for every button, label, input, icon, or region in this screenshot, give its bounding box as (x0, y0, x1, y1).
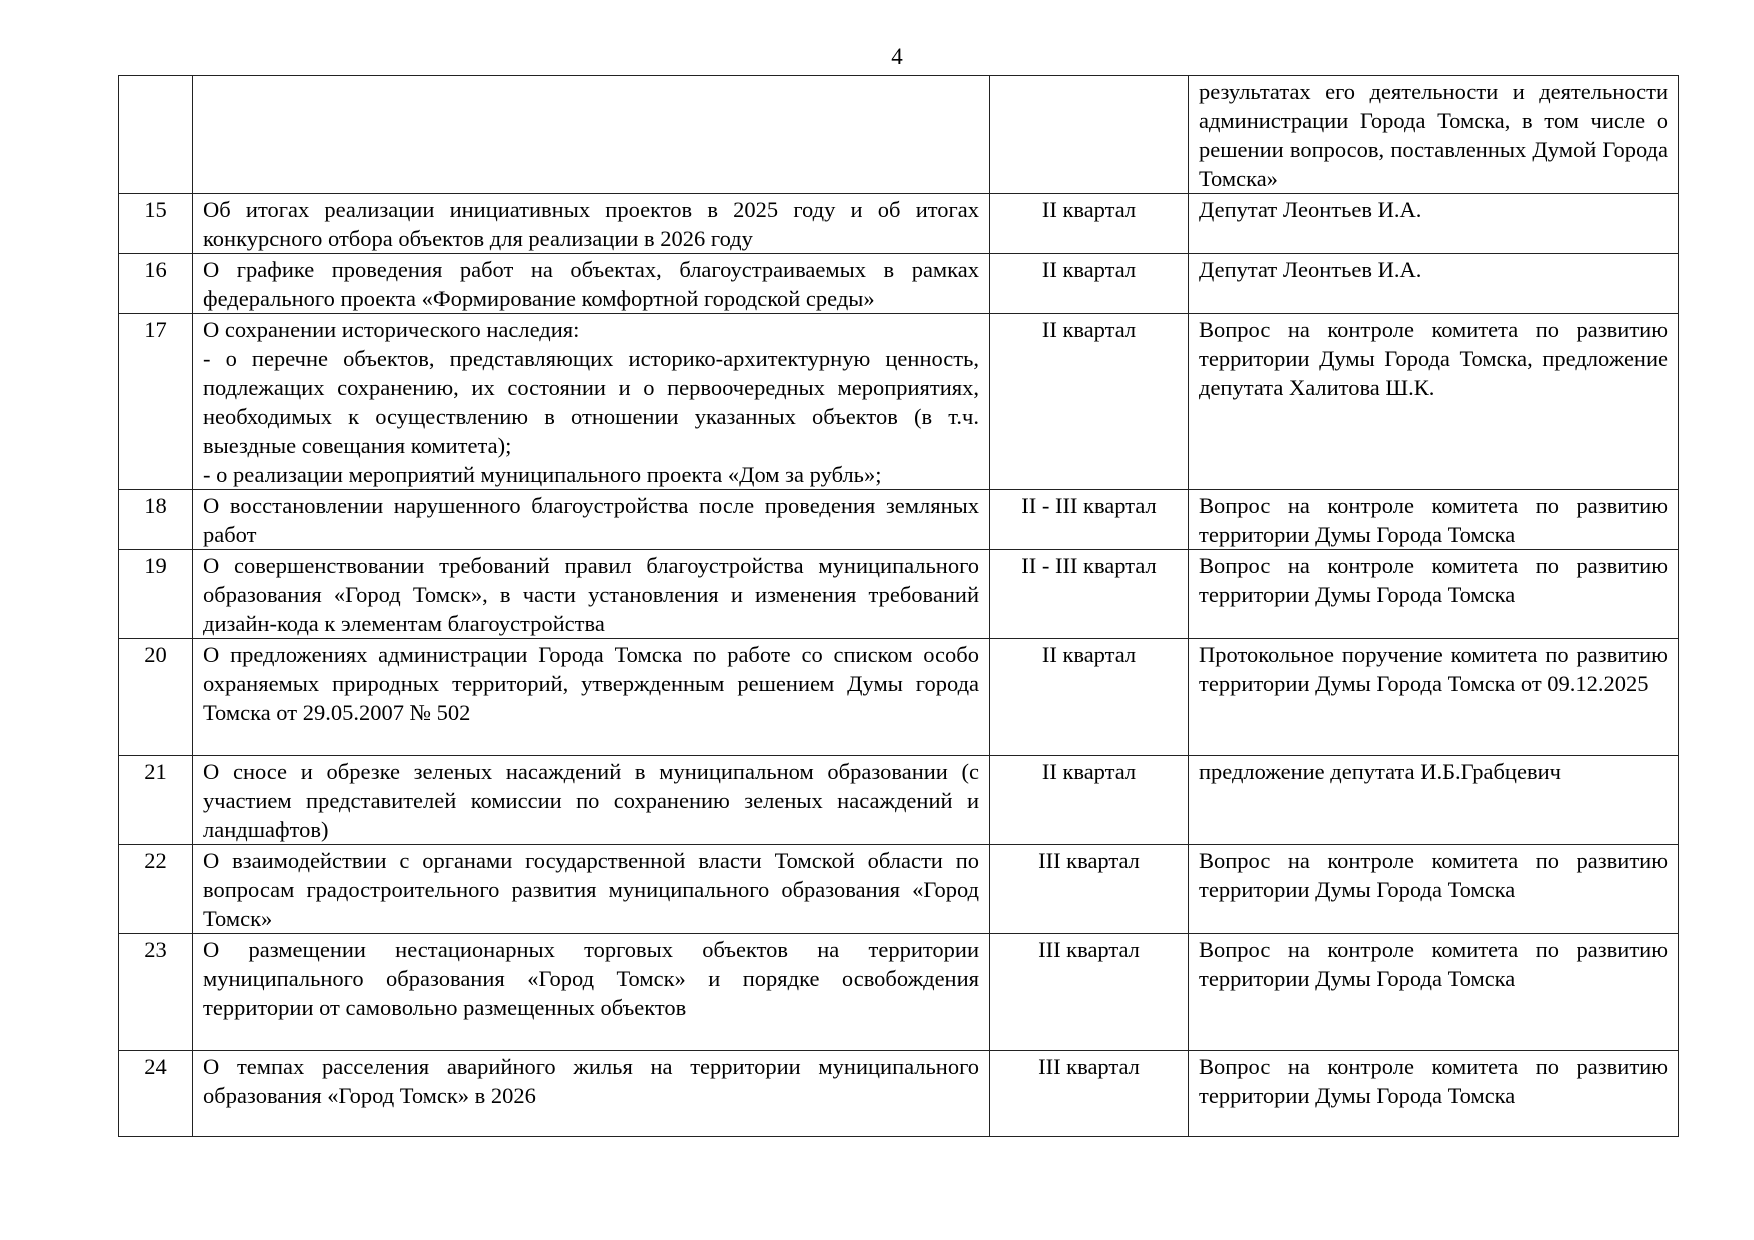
row-number: 17 (118, 313, 193, 490)
row-period: II - III квартал (989, 549, 1189, 639)
row-responsible: Вопрос на контроле комитета по развитию … (1188, 549, 1679, 639)
row-number: 20 (118, 638, 193, 756)
row-period: III квартал (989, 933, 1189, 1051)
row-title: О восстановлении нарушенного благоустрой… (192, 489, 990, 550)
row-number: 21 (118, 755, 193, 845)
row-responsible: Депутат Леонтьев И.А. (1188, 193, 1679, 254)
table-row: 21 О сносе и обрезке зеленых насаждений … (118, 755, 1679, 845)
row-responsible: Депутат Леонтьев И.А. (1188, 253, 1679, 314)
row-title (192, 75, 990, 194)
title-line: - о перечне объектов, представляющих ист… (203, 346, 979, 458)
row-number: 23 (118, 933, 193, 1051)
row-number: 18 (118, 489, 193, 550)
row-number: 16 (118, 253, 193, 314)
table-row: 22 О взаимодействии с органами государст… (118, 844, 1679, 934)
row-title: Об итогах реализации инициативных проект… (192, 193, 990, 254)
row-responsible: Вопрос на контроле комитета по развитию … (1188, 313, 1679, 490)
row-title: О предложениях администрации Города Томс… (192, 638, 990, 756)
row-title: О совершенствовании требований правил бл… (192, 549, 990, 639)
row-number: 24 (118, 1050, 193, 1137)
row-number: 15 (118, 193, 193, 254)
row-responsible: Протокольное поручение комитета по разви… (1188, 638, 1679, 756)
row-period: III квартал (989, 1050, 1189, 1137)
row-period: II квартал (989, 755, 1189, 845)
row-responsible: результатах его деятельности и деятельно… (1188, 75, 1679, 194)
row-responsible: предложение депутата И.Б.Грабцевич (1188, 755, 1679, 845)
row-responsible: Вопрос на контроле комитета по развитию … (1188, 844, 1679, 934)
table-row: результатах его деятельности и деятельно… (118, 75, 1679, 194)
row-responsible: Вопрос на контроле комитета по развитию … (1188, 1050, 1679, 1137)
row-title: О сносе и обрезке зеленых насаждений в м… (192, 755, 990, 845)
title-line: - о реализации мероприятий муниципальног… (203, 462, 882, 487)
row-period: II квартал (989, 193, 1189, 254)
row-responsible: Вопрос на контроле комитета по развитию … (1188, 489, 1679, 550)
table-row: 16 О графике проведения работ на объекта… (118, 253, 1679, 314)
table-row: 23 О размещении нестационарных торговых … (118, 933, 1679, 1051)
row-number (118, 75, 193, 194)
row-title: О размещении нестационарных торговых объ… (192, 933, 990, 1051)
table-row: 18 О восстановлении нарушенного благоуст… (118, 489, 1679, 550)
row-title: О сохранении исторического наследия: - о… (192, 313, 990, 490)
row-period: II - III квартал (989, 489, 1189, 550)
row-period (989, 75, 1189, 194)
table-row: 15 Об итогах реализации инициативных про… (118, 193, 1679, 254)
row-responsible: Вопрос на контроле комитета по развитию … (1188, 933, 1679, 1051)
row-title: О графике проведения работ на объектах, … (192, 253, 990, 314)
row-period: II квартал (989, 313, 1189, 490)
title-line: О сохранении исторического наследия: (203, 317, 580, 342)
row-period: II квартал (989, 253, 1189, 314)
row-period: III квартал (989, 844, 1189, 934)
row-number: 19 (118, 549, 193, 639)
page-number: 4 (891, 44, 903, 69)
table-row: 19 О совершенствовании требований правил… (118, 549, 1679, 639)
plan-table: результатах его деятельности и деятельно… (118, 75, 1679, 1137)
table-row: 20 О предложениях администрации Города Т… (118, 638, 1679, 756)
row-title: О темпах расселения аварийного жилья на … (192, 1050, 990, 1137)
row-number: 22 (118, 844, 193, 934)
row-title: О взаимодействии с органами государствен… (192, 844, 990, 934)
table-row: 17 О сохранении исторического наследия: … (118, 313, 1679, 490)
table-row: 24 О темпах расселения аварийного жилья … (118, 1050, 1679, 1137)
row-period: II квартал (989, 638, 1189, 756)
